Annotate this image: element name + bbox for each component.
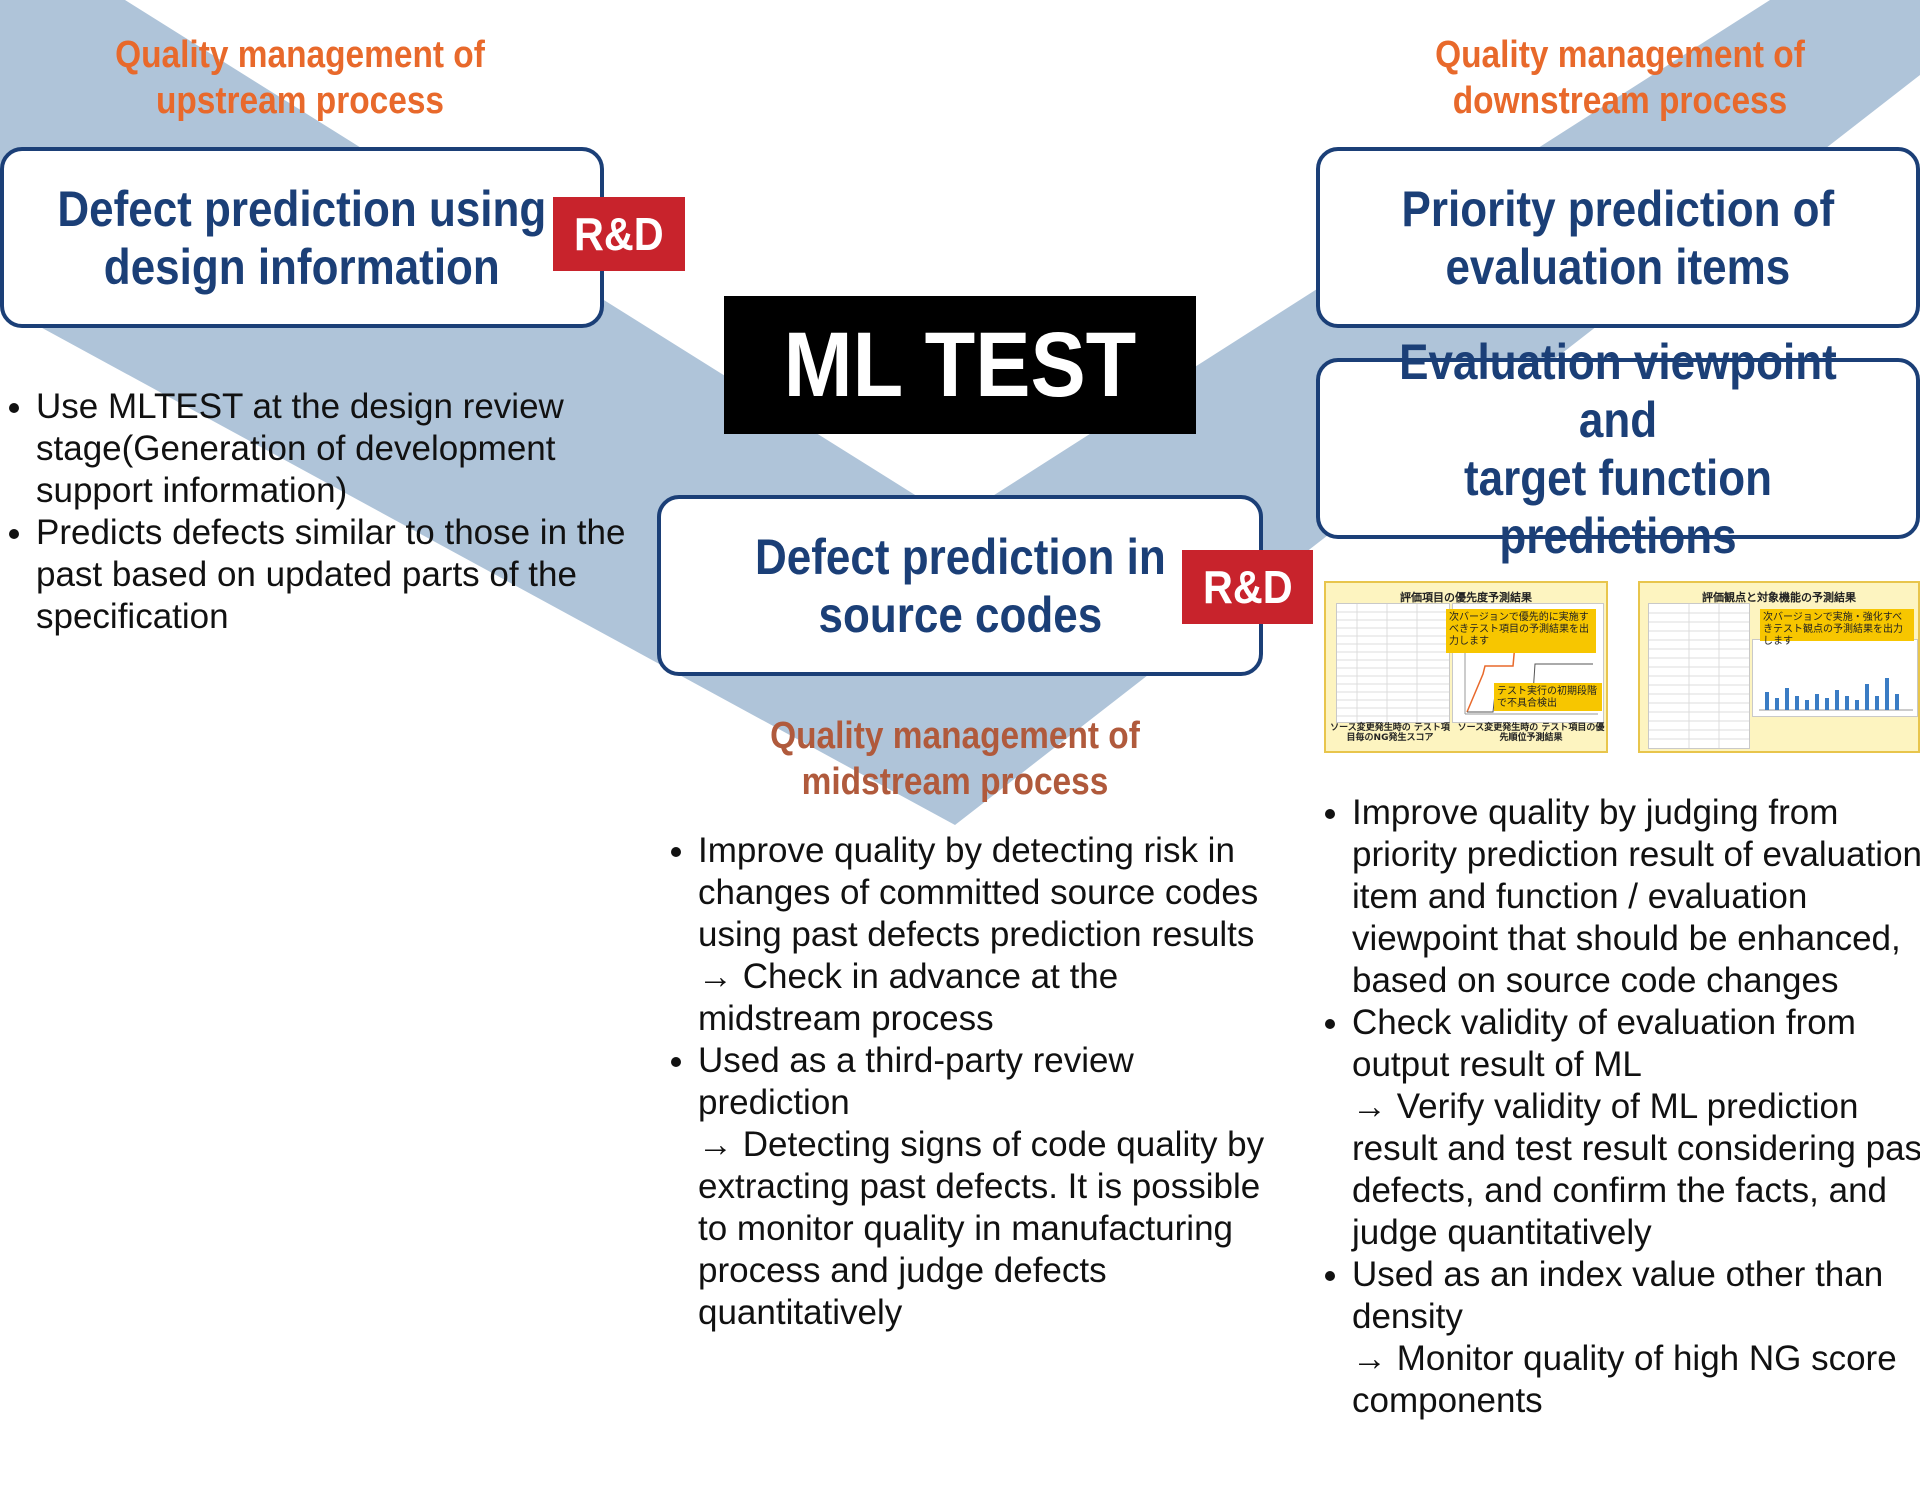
thumbnail1-caption-right: ソース変更発生時の テスト項目の優先順位予測結果 — [1457, 723, 1605, 743]
upstream-box-title: Defect prediction using design informati… — [58, 180, 547, 296]
downstream-heading: Quality management of downstream process — [1360, 32, 1880, 124]
midstream-bullet-list: Improve quality by detecting risk in cha… — [664, 830, 1288, 1334]
spreadsheet-grid-icon — [1337, 604, 1449, 722]
upstream-bullet: Predicts defects similar to those in the… — [36, 512, 636, 638]
thumbnail1-spreadsheet — [1336, 603, 1450, 723]
priority-result-thumbnail: 評価項目の優先度予測結果 次バージョンで優先的に実施すべきテスト項目の予測結果を… — [1324, 581, 1608, 753]
spreadsheet-grid-icon — [1649, 604, 1749, 748]
evaluation-box-line1: Evaluation viewpoint and — [1399, 333, 1837, 448]
downstream-bullet: Used as an index value other than densit… — [1352, 1254, 1920, 1422]
thumbnail2-spreadsheet — [1648, 603, 1750, 749]
upstream-bullet-list: Use MLTEST at the design review stage(Ge… — [2, 386, 636, 638]
priority-box-line2: evaluation items — [1445, 238, 1791, 295]
midstream-bullet-note: → Check in advance at the midstream proc… — [698, 957, 1119, 1038]
upstream-heading-line1: Quality management of — [115, 34, 485, 76]
thumbnail2-title: 評価観点と対象機能の予測結果 — [1702, 591, 1856, 604]
rd-badge-midstream: R&D — [1182, 550, 1313, 624]
upstream-box-line2: design information — [103, 238, 500, 295]
downstream-bullet: Improve quality by judging from priority… — [1352, 792, 1920, 1002]
thumbnail1-title: 評価項目の優先度予測結果 — [1400, 591, 1532, 604]
bar-chart-icon — [1759, 678, 1913, 711]
priority-box-line1: Priority prediction of — [1401, 180, 1835, 237]
midstream-heading-line1: Quality management of — [770, 715, 1140, 757]
midstream-bullet: Used as a third-party review prediction … — [698, 1040, 1288, 1334]
midstream-box-line1: Defect prediction in — [754, 528, 1166, 585]
midstream-heading-line2: midstream process — [801, 761, 1109, 803]
upstream-defect-prediction-box: Defect prediction using design informati… — [0, 147, 604, 328]
rd-badge-upstream: R&D — [553, 197, 685, 271]
midstream-box-title: Defect prediction in source codes — [755, 528, 1166, 644]
midstream-bullet-main: Improve quality by detecting risk in cha… — [698, 831, 1259, 954]
downstream-bullet: Check validity of evaluation from output… — [1352, 1002, 1920, 1254]
downstream-heading-line1: Quality management of — [1435, 34, 1805, 76]
priority-box-title: Priority prediction of evaluation items — [1402, 180, 1835, 296]
midstream-heading: Quality management of midstream process — [700, 713, 1210, 805]
evaluation-box-line2: target function predictions — [1464, 449, 1772, 564]
priority-prediction-box: Priority prediction of evaluation items — [1316, 147, 1920, 328]
downstream-bullet-main: Used as an index value other than densit… — [1352, 1255, 1884, 1336]
upstream-box-line1: Defect prediction using — [57, 180, 547, 237]
viewpoint-result-thumbnail: 評価観点と対象機能の予測結果 次バージョンで実施・強化すべきテス — [1638, 581, 1920, 753]
thumbnail1-caption-left: ソース変更発生時の テスト項目毎のNG発生スコア — [1330, 723, 1450, 743]
downstream-bullet-note: → Verify validity of ML prediction resul… — [1352, 1087, 1920, 1252]
evaluation-viewpoint-box: Evaluation viewpoint and target function… — [1316, 334, 1920, 564]
ml-test-title: ML TEST — [724, 296, 1196, 434]
downstream-bullet-main: Check validity of evaluation from output… — [1352, 1003, 1856, 1084]
downstream-bullet-note: → Monitor quality of high NG score compo… — [1352, 1339, 1897, 1420]
downstream-heading-line2: downstream process — [1452, 80, 1788, 122]
evaluation-box-title: Evaluation viewpoint and target function… — [1356, 333, 1880, 565]
thumbnail2-chart-area — [1752, 639, 1918, 717]
downstream-bullet-list: Improve quality by judging from priority… — [1318, 792, 1920, 1422]
upstream-heading: Quality management of upstream process — [40, 32, 560, 124]
upstream-heading-line2: upstream process — [155, 80, 445, 122]
downstream-bullet-main: Improve quality by judging from priority… — [1352, 793, 1920, 1000]
rd-badge-upstream-label: R&D — [574, 208, 664, 260]
midstream-defect-prediction-box: Defect prediction in source codes — [657, 495, 1263, 676]
thumbnail1-callout-top: 次バージョンで優先的に実施すべきテスト項目の予測結果を出力します — [1446, 609, 1596, 653]
ml-test-title-text: ML TEST — [783, 313, 1137, 416]
thumbnail1-callout-bottom: テスト実行の初期段階で不具合検出 — [1494, 683, 1602, 711]
midstream-bullet-main: Used as a third-party review prediction — [698, 1041, 1134, 1122]
upstream-bullet: Use MLTEST at the design review stage(Ge… — [36, 386, 636, 512]
rd-badge-midstream-label: R&D — [1202, 561, 1293, 613]
midstream-bullet-note: → Detecting signs of code quality by ext… — [698, 1125, 1265, 1332]
midstream-box-line2: source codes — [818, 586, 1102, 643]
midstream-bullet: Improve quality by detecting risk in cha… — [698, 830, 1288, 1040]
thumbnail2-callout: 次バージョンで実施・強化すべきテスト観点の予測結果を出力します — [1760, 609, 1914, 647]
